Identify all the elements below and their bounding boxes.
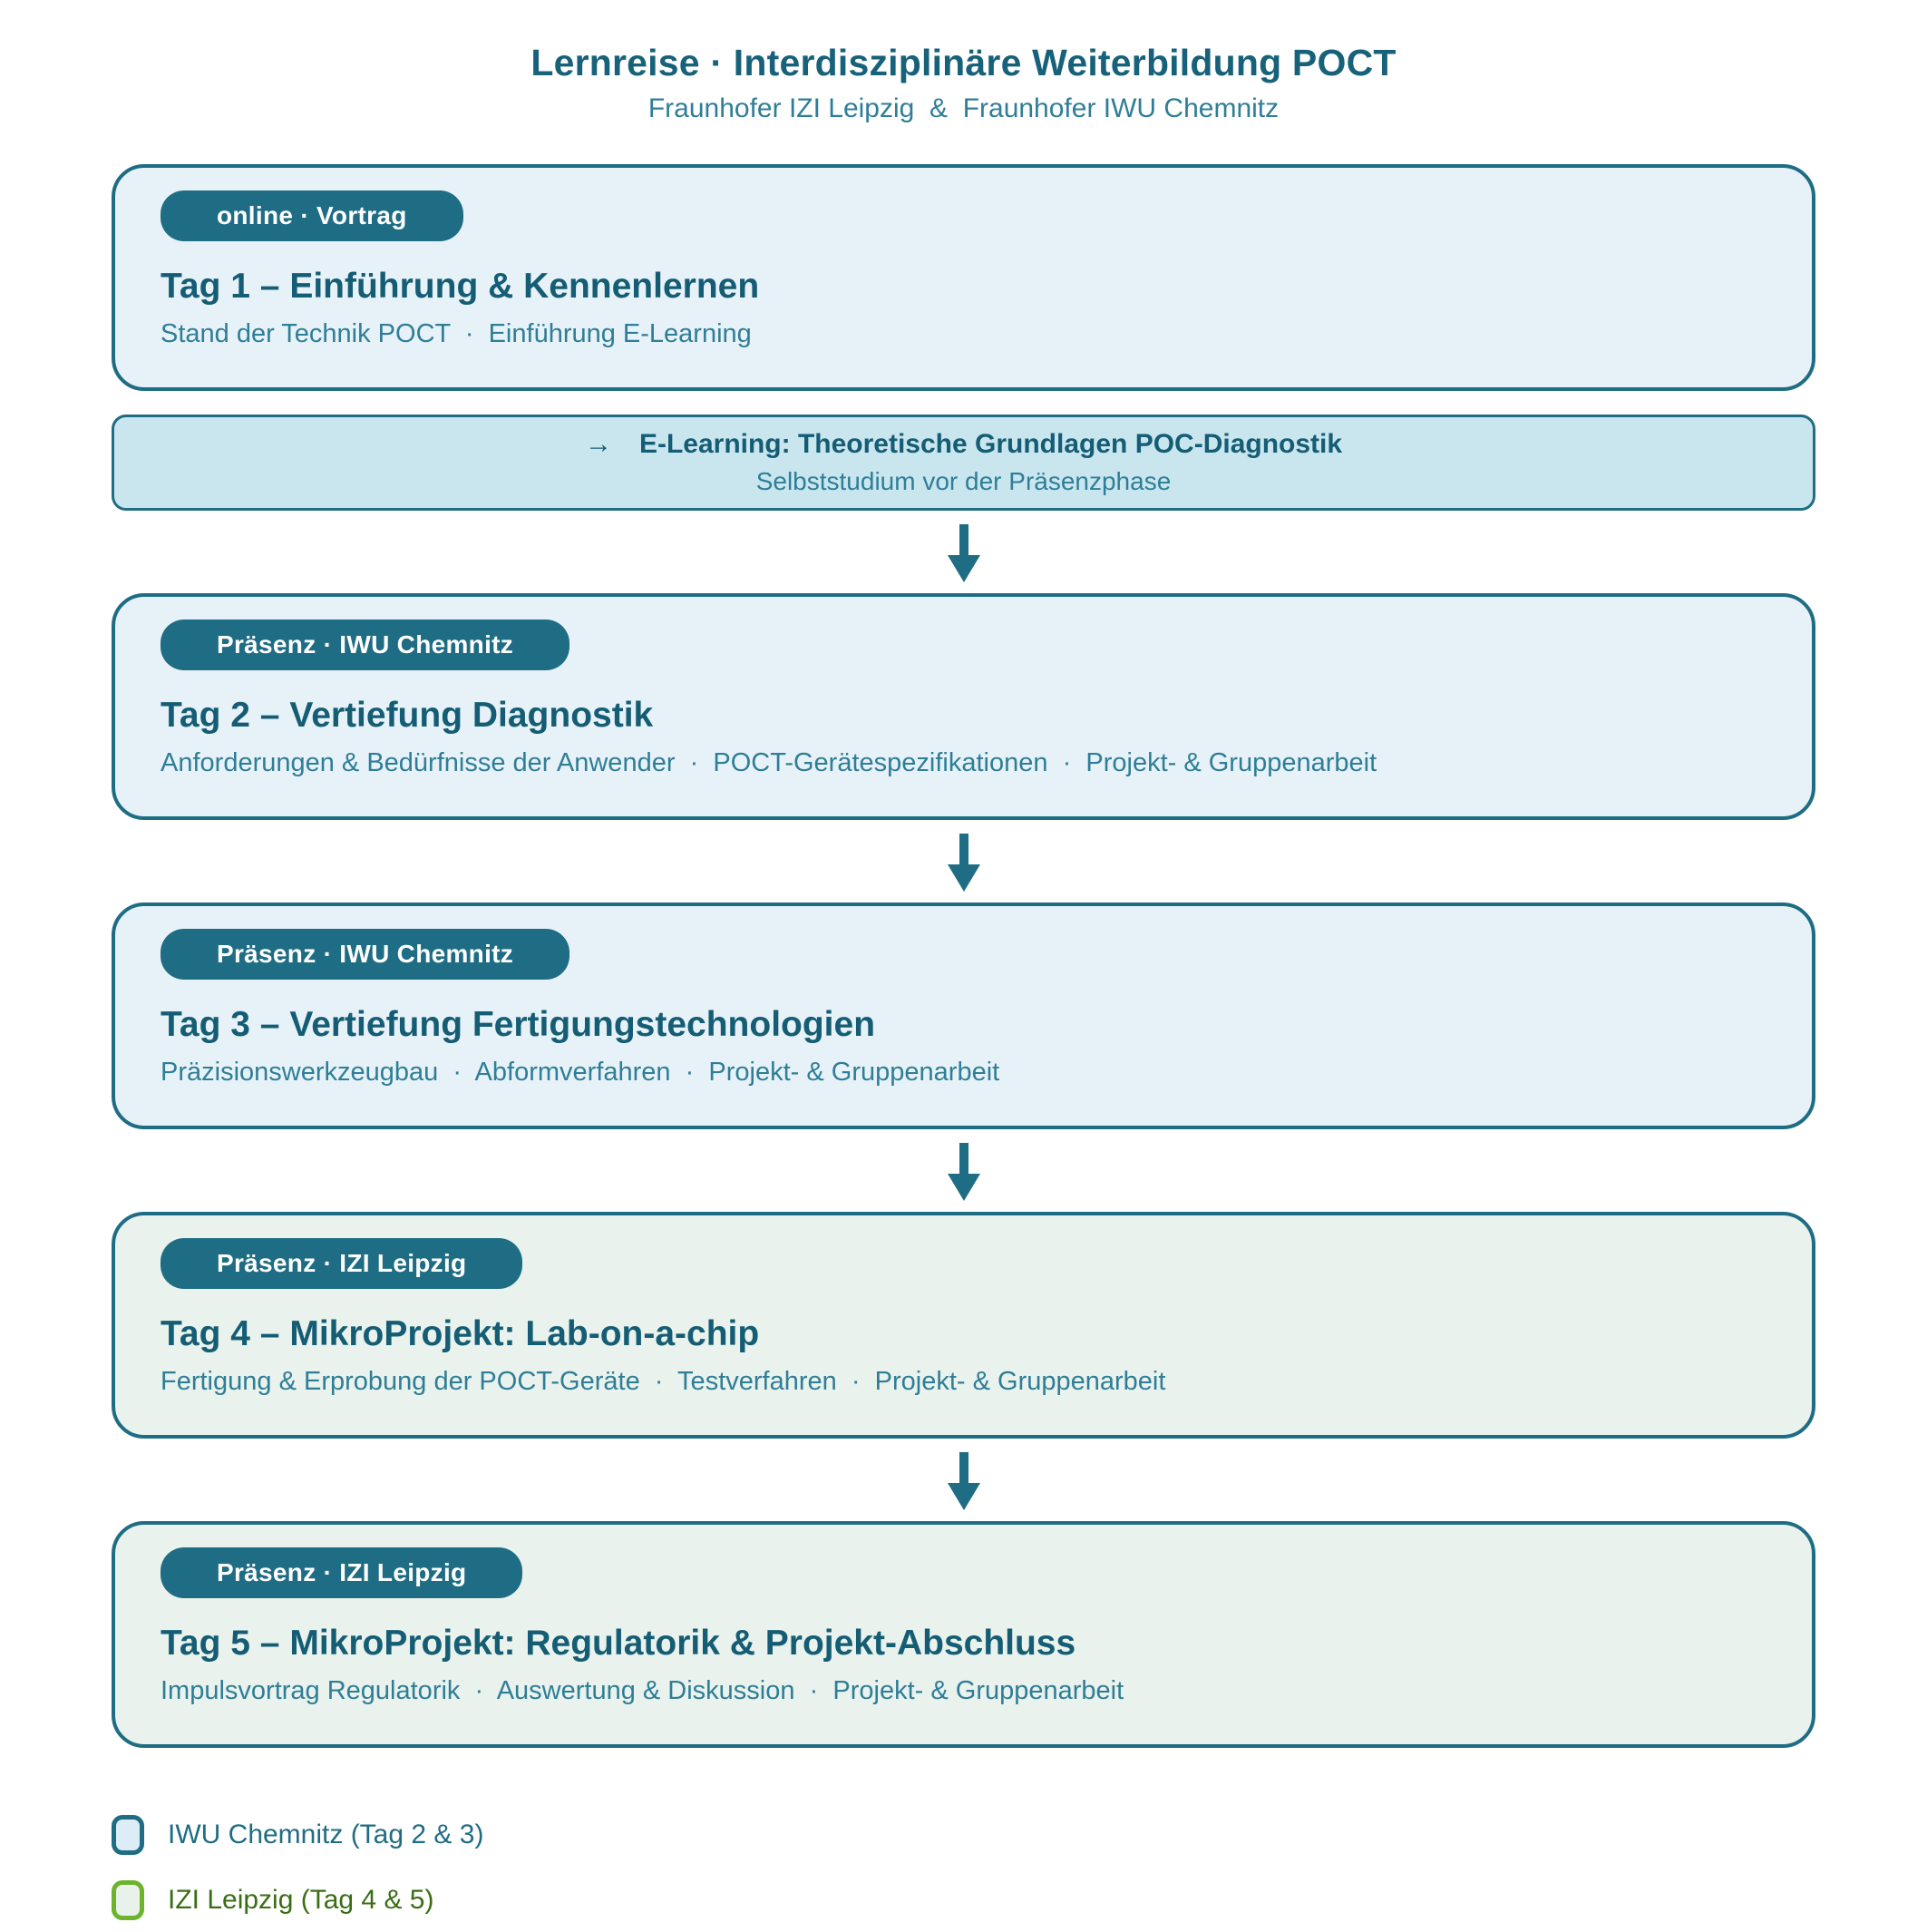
stage-card-tag5: Präsenz · IZI Leipzig Tag 5 – MikroProje… <box>112 1521 1815 1748</box>
elearning-banner-title: E-Learning: Theoretische Grundlagen POC-… <box>638 429 1343 459</box>
stage-title: Tag 5 – MikroProjekt: Regulatorik & Proj… <box>161 1624 1076 1663</box>
flow-connector <box>112 820 1815 903</box>
flow-connector <box>112 1439 1815 1521</box>
legend-row-iwu-chemnitz: IWU Chemnitz (Tag 2 & 3) <box>112 1815 1927 1855</box>
flow-connector <box>112 1129 1815 1212</box>
stage-topics: Präzisionswerkzeugbau · Abformverfahren … <box>161 1058 1000 1087</box>
stage-title: Tag 4 – MikroProjekt: Lab-on-a-chip <box>161 1314 760 1353</box>
stage-card-tag2: Präsenz · IWU Chemnitz Tag 2 – Vertiefun… <box>112 593 1815 820</box>
stage-badge: Präsenz · IZI Leipzig <box>161 1547 523 1598</box>
stage-topics: Anforderungen & Bedürfnisse der Anwender… <box>161 748 1377 777</box>
elearning-banner: → E-Learning: Theoretische Grundlagen PO… <box>112 415 1815 511</box>
legend-swatch-green-icon <box>112 1880 144 1920</box>
legend-label-iwu-chemnitz: IWU Chemnitz (Tag 2 & 3) <box>168 1820 484 1849</box>
stage-title: Tag 1 – Einführung & Kennenlernen <box>161 267 760 306</box>
legend-label-izi-leipzig: IZI Leipzig (Tag 4 & 5) <box>168 1885 434 1915</box>
journey-flow: online · Vortrag Tag 1 – Einführung & Ke… <box>112 164 1815 1748</box>
flow-connector <box>112 511 1815 593</box>
stage-topics: Impulsvortrag Regulatorik · Auswertung &… <box>161 1676 1124 1705</box>
legend-row-izi-leipzig: IZI Leipzig (Tag 4 & 5) <box>112 1880 1927 1920</box>
stage-badge: Präsenz · IZI Leipzig <box>161 1238 523 1289</box>
page-header: Lernreise · Interdisziplinäre Weiterbild… <box>0 0 1927 124</box>
arrow-right-icon: → <box>584 429 612 459</box>
legend-swatch-blue-icon <box>112 1815 144 1855</box>
stage-card-tag4: Präsenz · IZI Leipzig Tag 4 – MikroProje… <box>112 1212 1815 1439</box>
elearning-banner-heading: → E-Learning: Theoretische Grundlagen PO… <box>585 429 1342 460</box>
stage-topics: Fertigung & Erprobung der POCT-Geräte · … <box>161 1367 1166 1396</box>
arrow-down-icon <box>947 1143 980 1201</box>
stage-topics: Stand der Technik POCT · Einführung E-Le… <box>161 319 752 348</box>
arrow-down-icon <box>947 834 980 892</box>
legend: IWU Chemnitz (Tag 2 & 3) IZI Leipzig (Ta… <box>112 1815 1927 1920</box>
elearning-banner-subtitle: Selbststudium vor der Präsenzphase <box>755 467 1172 495</box>
stage-card-tag1: online · Vortrag Tag 1 – Einführung & Ke… <box>112 164 1815 391</box>
arrow-down-icon <box>947 1452 980 1510</box>
stage-badge: Präsenz · IWU Chemnitz <box>161 929 570 980</box>
page-title: Lernreise · Interdisziplinäre Weiterbild… <box>530 42 1397 83</box>
arrow-down-icon <box>947 524 980 582</box>
stage-title: Tag 2 – Vertiefung Diagnostik <box>161 696 654 735</box>
stage-badge: Präsenz · IWU Chemnitz <box>161 620 570 670</box>
stage-badge: online · Vortrag <box>161 190 463 241</box>
stage-card-tag3: Präsenz · IWU Chemnitz Tag 3 – Vertiefun… <box>112 903 1815 1129</box>
stage-title: Tag 3 – Vertiefung Fertigungstechnologie… <box>161 1005 876 1044</box>
page-subtitle: Fraunhofer IZI Leipzig & Fraunhofer IWU … <box>647 93 1280 123</box>
